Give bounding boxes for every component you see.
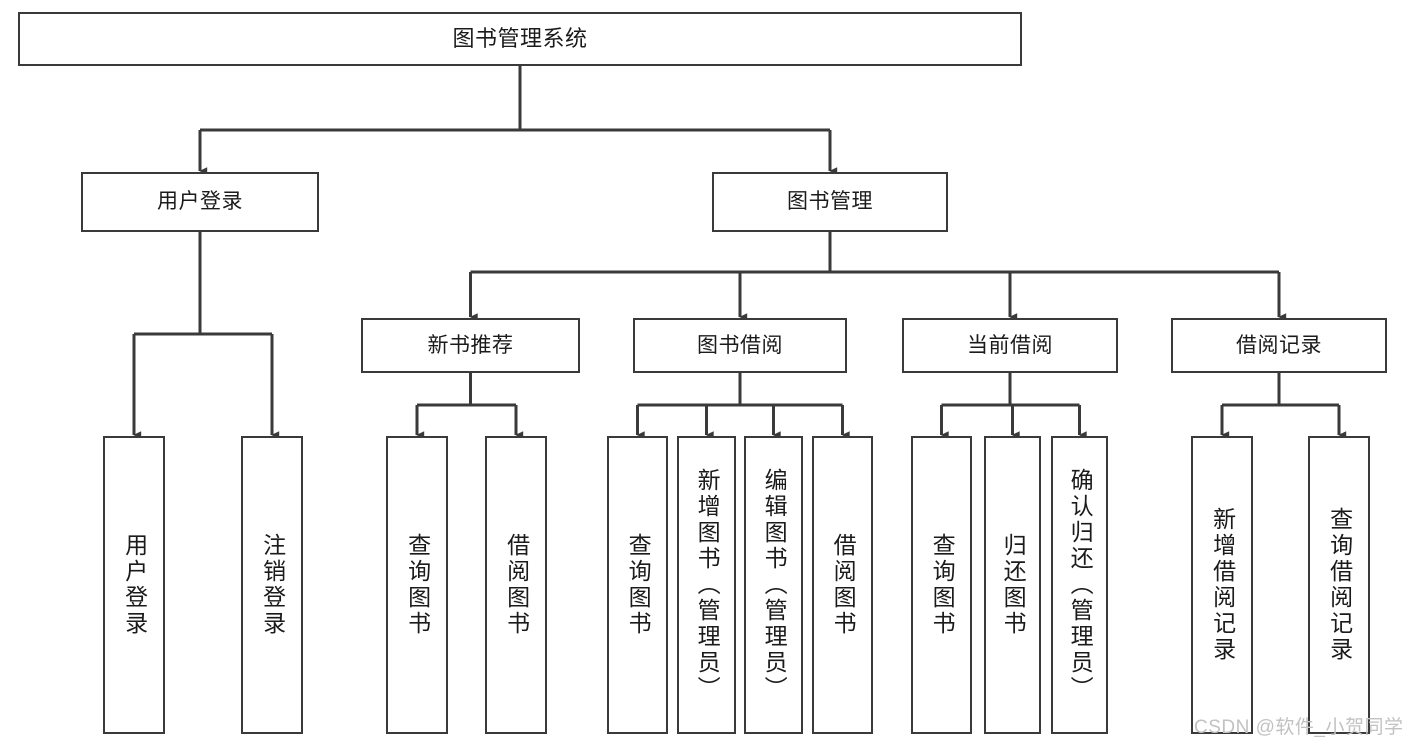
node-l-add[interactable]: 新增图书（管理员） bbox=[677, 436, 736, 734]
node-label: 查询图书 bbox=[929, 533, 956, 637]
node-l-qrec[interactable]: 查询借阅记录 bbox=[1308, 436, 1370, 734]
node-label: 新增图书（管理员） bbox=[694, 468, 721, 702]
node-l-addrec[interactable]: 新增借阅记录 bbox=[1191, 436, 1253, 734]
node-l-q1[interactable]: 查询图书 bbox=[386, 436, 448, 734]
node-l-b1[interactable]: 借阅图书 bbox=[485, 436, 547, 734]
node-label: 借阅图书 bbox=[830, 533, 857, 637]
csdn-watermark: CSDN @软件_小贺同学 bbox=[1194, 717, 1404, 738]
connector-lines bbox=[132, 66, 1347, 439]
node-l-edit[interactable]: 编辑图书（管理员） bbox=[744, 436, 803, 734]
node-label: 用户登录 bbox=[157, 190, 243, 214]
node-login[interactable]: 用户登录 bbox=[81, 172, 319, 232]
node-label: 当前借阅 bbox=[967, 333, 1053, 357]
node-l-userlogin[interactable]: 用户登录 bbox=[103, 436, 165, 734]
node-label: 借阅图书 bbox=[503, 533, 530, 637]
node-label: 图书管理系统 bbox=[452, 25, 588, 51]
node-l-logout[interactable]: 注销登录 bbox=[241, 436, 303, 734]
node-l-b2[interactable]: 借阅图书 bbox=[812, 436, 873, 734]
node-label: 借阅记录 bbox=[1236, 333, 1322, 357]
node-label: 注销登录 bbox=[259, 533, 286, 637]
node-label: 新增借阅记录 bbox=[1209, 507, 1236, 663]
node-label: 查询借阅记录 bbox=[1326, 507, 1353, 663]
node-l-confirm[interactable]: 确认归还（管理员） bbox=[1051, 436, 1108, 734]
node-l-q3[interactable]: 查询图书 bbox=[911, 436, 972, 734]
node-current[interactable]: 当前借阅 bbox=[902, 318, 1118, 373]
node-records[interactable]: 借阅记录 bbox=[1171, 318, 1387, 373]
node-label: 图书借阅 bbox=[697, 333, 783, 357]
node-label: 编辑图书（管理员） bbox=[761, 468, 788, 702]
node-label: 图书管理 bbox=[787, 190, 873, 214]
node-label: 确认归还（管理员） bbox=[1067, 468, 1094, 702]
node-label: 归还图书 bbox=[1000, 533, 1027, 637]
node-l-return[interactable]: 归还图书 bbox=[984, 436, 1041, 734]
node-label: 新书推荐 bbox=[427, 333, 514, 357]
node-label: 查询图书 bbox=[404, 533, 431, 637]
node-bookmgmt[interactable]: 图书管理 bbox=[712, 172, 948, 232]
node-label: 查询图书 bbox=[625, 533, 652, 637]
node-borrow[interactable]: 图书借阅 bbox=[633, 318, 847, 373]
node-label: 用户登录 bbox=[121, 533, 148, 637]
node-l-q2[interactable]: 查询图书 bbox=[607, 436, 668, 734]
node-newbook[interactable]: 新书推荐 bbox=[361, 318, 580, 373]
node-root[interactable]: 图书管理系统 bbox=[18, 12, 1022, 66]
